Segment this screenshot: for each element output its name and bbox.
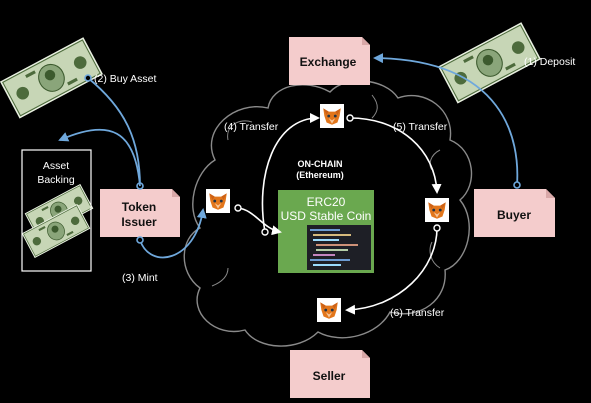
exchange-label: Exchange: [300, 55, 357, 69]
step-transfer-4-label: (4) Transfer: [224, 121, 279, 133]
token-issuer-node: Token Issuer: [100, 189, 180, 237]
transfer-6-arrow: [345, 227, 438, 315]
deposit-arrow: [373, 53, 519, 186]
buy-asset-arrow: [87, 77, 141, 187]
buyer-node: Buyer: [474, 189, 555, 237]
asset-backing-box: [21, 149, 92, 272]
step-buy-asset-label: (2) Buy Asset: [94, 73, 157, 85]
onchain-label-2: (Ethereum): [296, 170, 344, 180]
exchange-node: Exchange: [289, 37, 370, 85]
blockchain-cloud: [183, 80, 473, 347]
fox-icon: [425, 198, 449, 222]
asset-backing-label-2: Backing: [37, 174, 75, 186]
erc20-contract-box: ERC20 USD Stable Coin: [278, 190, 374, 273]
fox-icon: [206, 189, 230, 213]
transfer-4-arrow: [261, 113, 320, 233]
token-issuer-label-2: Issuer: [121, 215, 157, 229]
asset-backing-label-1: Asset: [43, 160, 69, 172]
step-transfer-5-label: (5) Transfer: [393, 121, 448, 133]
token-issuer-label-1: Token: [122, 200, 156, 214]
mint-connector-arrow: [237, 207, 282, 236]
seller-node: Seller: [290, 350, 370, 398]
buyer-label: Buyer: [497, 208, 531, 222]
step-transfer-6-label: (6) Transfer: [390, 307, 445, 319]
mint-arrow: [139, 208, 207, 259]
seller-label: Seller: [313, 369, 346, 383]
erc20-label-1: ERC20: [307, 195, 346, 209]
erc20-label-2: USD Stable Coin: [281, 209, 372, 223]
step-deposit-label: (1) Deposit: [524, 56, 575, 68]
asset-backing-arrow: [58, 128, 141, 187]
step-mint-label: (3) Mint: [122, 272, 158, 284]
code-screenshot-icon: [307, 225, 371, 270]
fox-icon: [317, 298, 341, 322]
onchain-label-1: ON-CHAIN: [298, 159, 343, 169]
transfer-5-arrow: [349, 117, 442, 194]
fox-icon: [320, 104, 344, 128]
